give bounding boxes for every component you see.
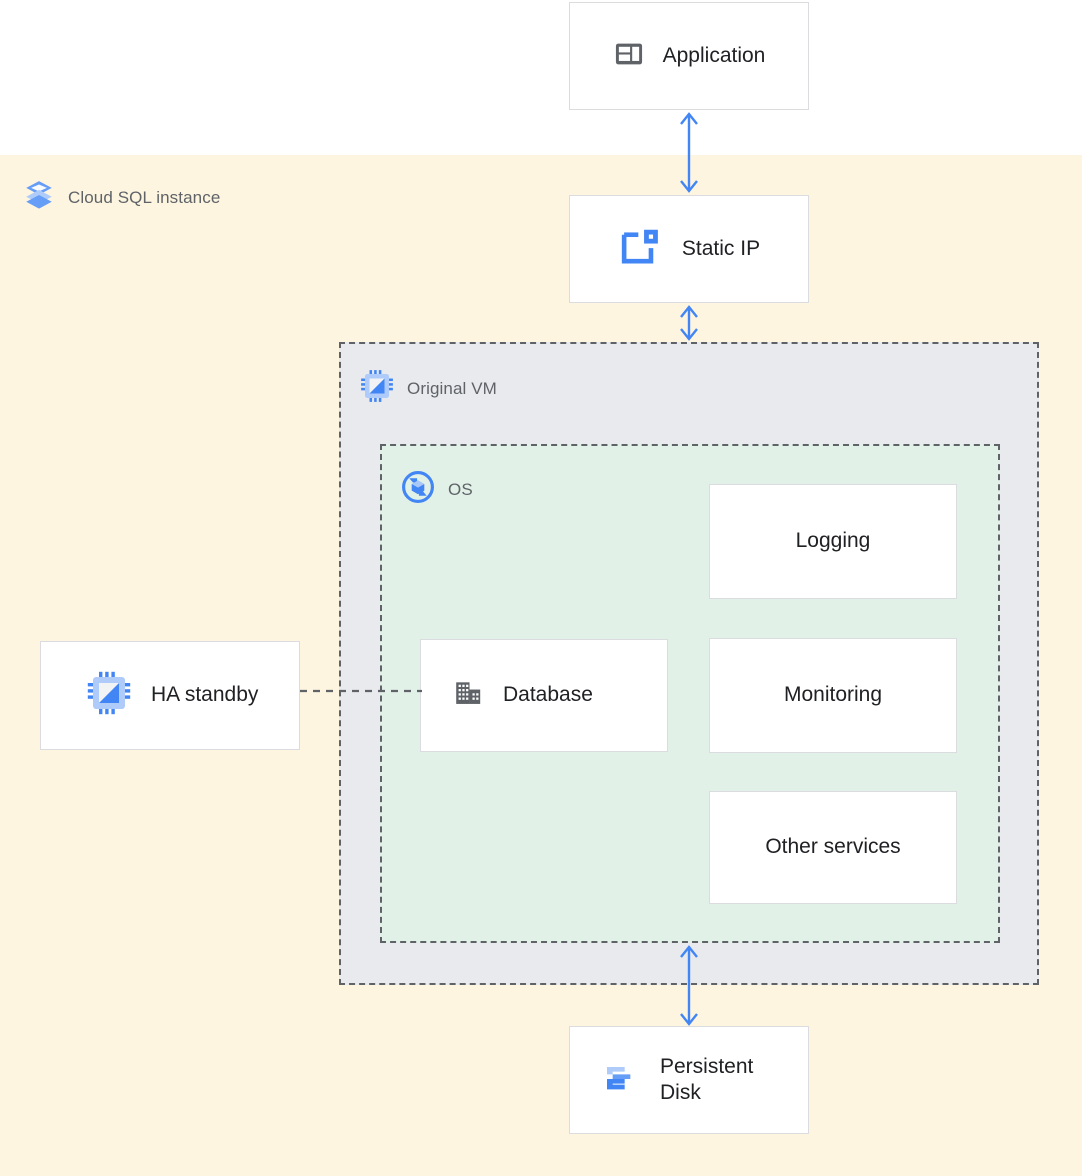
node-label: Persistent Disk xyxy=(660,1055,754,1104)
region-label-text: Original VM xyxy=(407,378,497,398)
application-window-icon xyxy=(613,38,645,75)
node-label: Database xyxy=(503,683,593,707)
node-label: Other services xyxy=(765,835,901,859)
node-label: Logging xyxy=(795,529,871,553)
region-label-cloud-sql: Cloud SQL instance xyxy=(22,178,220,217)
persistent-disk-icon xyxy=(602,1058,642,1103)
node-label: Monitoring xyxy=(783,683,883,707)
node-static-ip[interactable]: Static IP xyxy=(569,195,809,303)
node-label: Application xyxy=(662,43,766,67)
region-label-original-vm: Original VM xyxy=(359,368,497,409)
os-refresh-icon xyxy=(400,469,436,510)
node-other-services[interactable]: Other services xyxy=(709,791,957,904)
node-database[interactable]: Database xyxy=(420,639,668,752)
node-monitoring[interactable]: Monitoring xyxy=(709,638,957,753)
connector-ha-standby-to-database xyxy=(300,688,422,694)
cloud-sql-icon xyxy=(22,178,56,217)
database-building-icon xyxy=(453,677,485,714)
connector-os-to-persistent-disk xyxy=(671,943,707,1028)
vm-chip-icon xyxy=(359,368,395,409)
region-label-os: OS xyxy=(400,469,473,510)
node-persistent-disk[interactable]: Persistent Disk xyxy=(569,1026,809,1134)
region-label-text: Cloud SQL instance xyxy=(68,187,221,207)
node-label: Static IP xyxy=(681,236,761,260)
node-ha-standby[interactable]: HA standby xyxy=(40,641,300,750)
region-label-text: OS xyxy=(448,479,473,499)
vm-chip-icon xyxy=(85,669,133,722)
connector-static-ip-to-vm xyxy=(671,303,707,343)
connector-application-to-static-ip xyxy=(671,110,707,195)
node-label: HA standby xyxy=(151,683,259,707)
node-application[interactable]: Application xyxy=(569,2,809,110)
node-logging[interactable]: Logging xyxy=(709,484,957,599)
static-ip-icon xyxy=(618,224,664,275)
